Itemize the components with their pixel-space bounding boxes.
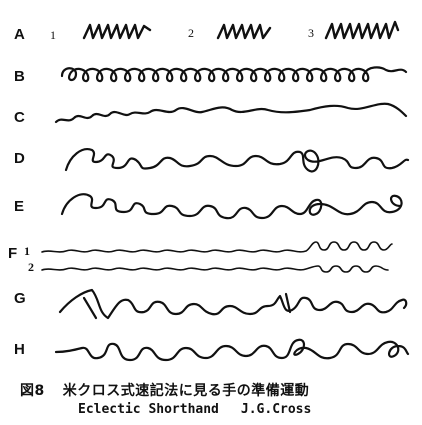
caption-line-2: Eclectic Shorthand J.G.Cross	[78, 402, 311, 417]
row-a-stroke-2	[218, 25, 270, 38]
row-c-stroke	[56, 104, 406, 122]
row-g-tick-1	[84, 298, 96, 318]
figure-label: 図8	[20, 380, 45, 400]
figure-subtitle: Eclectic Shorthand	[78, 402, 219, 417]
row-h-stroke	[56, 340, 408, 360]
caption-line-1: 図8 米クロス式速記法に見る手の準備運動	[20, 380, 309, 400]
row-f-stroke-2	[42, 266, 388, 272]
row-a-stroke-1	[84, 25, 150, 38]
handwriting-strokes	[0, 0, 422, 380]
row-f-stroke-1	[42, 242, 392, 252]
figure-title: 米クロス式速記法に見る手の準備運動	[63, 383, 310, 399]
row-g-stroke	[60, 290, 406, 318]
row-a-stroke-3	[326, 22, 398, 38]
row-d-stroke	[66, 149, 408, 171]
figure-author: J.G.Cross	[241, 402, 311, 417]
row-b-stroke	[62, 67, 406, 81]
row-e-stroke	[62, 194, 402, 218]
